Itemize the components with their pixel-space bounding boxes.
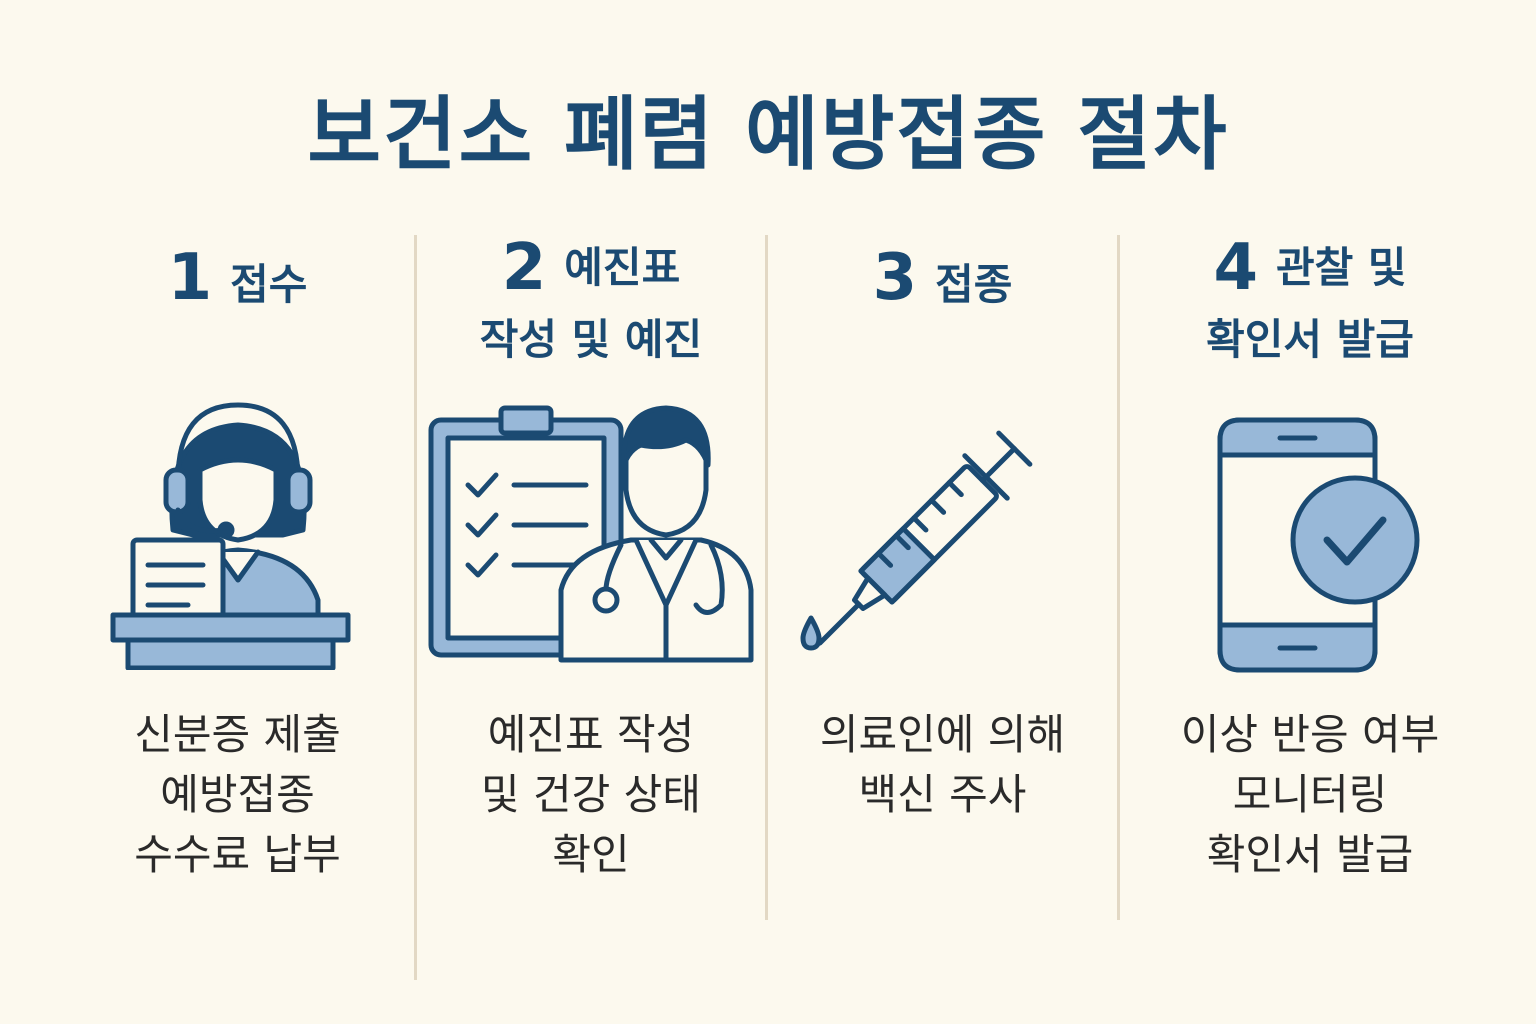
- description-line: 확인: [552, 830, 630, 879]
- step-3-heading: 3 접종: [768, 245, 1117, 312]
- step-2-heading: 2 예진표 작성 및 예진: [417, 236, 765, 367]
- step-label: 관찰 및: [1275, 242, 1407, 292]
- step-number: 4: [1213, 231, 1258, 305]
- description-line: 의료인에 의해: [819, 710, 1066, 759]
- clipboard-doctor-icon: [417, 380, 765, 680]
- phone-check-icon: [1120, 395, 1500, 695]
- step-4-heading: 4 관찰 및 확인서 발급: [1120, 236, 1500, 367]
- syringe-icon: [758, 380, 1107, 680]
- description-line: 모니터링: [1232, 770, 1388, 819]
- step-label: 접종: [935, 260, 1013, 309]
- step-number: 3: [872, 241, 918, 316]
- divider-1: [414, 235, 417, 980]
- step-number: 1: [167, 241, 213, 316]
- step-1: 1 접수: [60, 0, 415, 1024]
- description-line: 백신 주사: [858, 770, 1027, 819]
- description-line: 수수료 납부: [134, 830, 341, 879]
- divider-2: [765, 235, 768, 920]
- page-title: 보건소 폐렴 예방접종 절차: [307, 88, 1229, 181]
- step-2: 2 예진표 작성 및 예진: [417, 0, 765, 1024]
- step-4-description: 이상 반응 여부 모니터링 확인서 발급: [1120, 705, 1500, 885]
- description-line: 예방접종: [160, 770, 315, 819]
- description-line: 및 건강 상태: [481, 770, 701, 819]
- receptionist-icon: [60, 370, 415, 670]
- description-line: 신분증 제출: [134, 710, 341, 759]
- step-2-description: 예진표 작성 및 건강 상태 확인: [417, 705, 765, 885]
- divider-3: [1117, 235, 1120, 920]
- step-label: 예진표: [564, 242, 681, 292]
- step-label-line-2: 확인서 발급: [1206, 315, 1414, 364]
- step-1-heading: 1 접수: [60, 245, 415, 312]
- step-label-line-2: 작성 및 예진: [479, 315, 703, 364]
- description-line: 이상 반응 여부: [1180, 710, 1440, 759]
- step-3: 3 접종: [768, 0, 1117, 1024]
- description-line: 예진표 작성: [487, 710, 695, 759]
- step-1-description: 신분증 제출 예방접종 수수료 납부: [60, 705, 415, 885]
- step-number: 2: [501, 231, 547, 305]
- step-4: 4 관찰 및 확인서 발급 이상 반응 여부 모니터링 확인서 발급: [1120, 0, 1500, 1024]
- description-line: 확인서 발급: [1206, 830, 1414, 879]
- step-label: 접수: [230, 260, 308, 309]
- step-3-description: 의료인에 의해 백신 주사: [768, 705, 1117, 825]
